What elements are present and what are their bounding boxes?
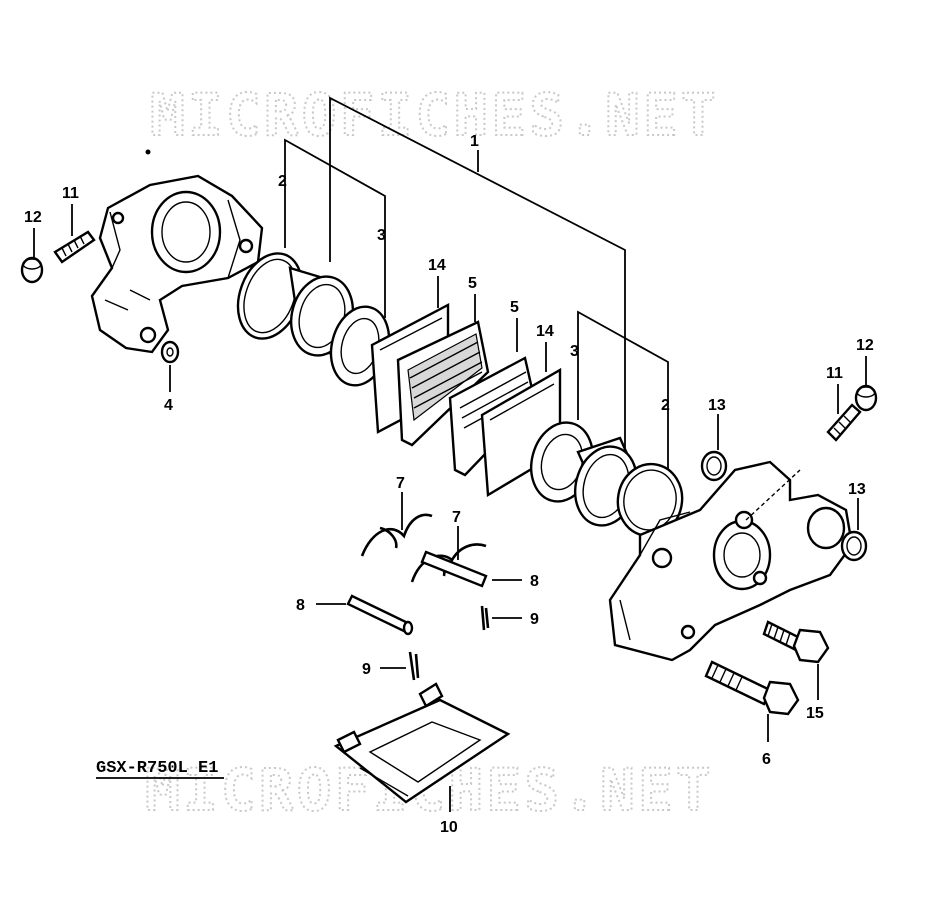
- callout-7-right: 7: [452, 509, 461, 526]
- callout-13-lower: 13: [848, 481, 866, 498]
- callout-10: 10: [440, 819, 458, 836]
- callout-14-right: 14: [536, 323, 554, 340]
- caliper-bolt-6: [704, 660, 800, 716]
- bleeder-cap-right: [854, 384, 878, 412]
- callout-2-right: 2: [661, 397, 670, 414]
- reference-dot: [145, 149, 151, 155]
- callout-9-upper: 9: [530, 611, 539, 628]
- callout-4: 4: [164, 397, 173, 414]
- callout-3-right: 3: [570, 343, 579, 360]
- callout-15: 15: [806, 705, 824, 722]
- callout-5-left: 5: [468, 275, 477, 292]
- callout-14-left: 14: [428, 257, 446, 274]
- pad-pin-8-left: [346, 594, 414, 636]
- callout-2-left: 2: [278, 173, 287, 190]
- callout-13-upper: 13: [708, 397, 726, 414]
- model-code-label: GSX-R750L E1: [96, 759, 218, 778]
- callout-6: 6: [762, 751, 771, 768]
- bleeder-cap-left: [20, 256, 44, 284]
- pad-pin-8-right: [420, 550, 488, 588]
- callout-3-left: 3: [377, 227, 386, 244]
- caliper-bolt-15: [762, 620, 830, 664]
- callout-8-left: 8: [296, 597, 305, 614]
- o-ring-13-upper: [700, 450, 728, 482]
- o-ring-13-lower: [840, 530, 868, 562]
- clip-9-lower: [408, 651, 420, 681]
- clip-9-upper: [480, 605, 490, 631]
- callout-1-bracket: [329, 96, 626, 448]
- callout-12-left: 12: [24, 209, 42, 226]
- bleeder-valve-left: [53, 230, 96, 264]
- assembly-axis-line: [745, 469, 801, 521]
- callout-11-left: 11: [62, 185, 79, 202]
- caliper-body-left: [90, 174, 264, 354]
- callout-9-lower: 9: [362, 661, 371, 678]
- callout-8-right: 8: [530, 573, 539, 590]
- caliper-body-right: [608, 460, 854, 662]
- piston-seal-ring-left: [236, 252, 304, 340]
- washer-4: [160, 340, 180, 364]
- callout-right-3-2-bracket: [577, 310, 669, 478]
- pad-cover-10: [333, 682, 511, 804]
- callout-left-2-3-bracket: [284, 138, 386, 318]
- callout-11-right: 11: [826, 365, 843, 382]
- watermark-top: MICROFICHES.NET: [150, 81, 719, 149]
- callout-7-left: 7: [396, 475, 405, 492]
- bleeder-valve-right: [826, 403, 862, 442]
- callout-5-right: 5: [510, 299, 519, 316]
- callout-1: 1: [470, 133, 479, 150]
- callout-12-right: 12: [856, 337, 874, 354]
- pad-spring-7-left: [360, 513, 433, 557]
